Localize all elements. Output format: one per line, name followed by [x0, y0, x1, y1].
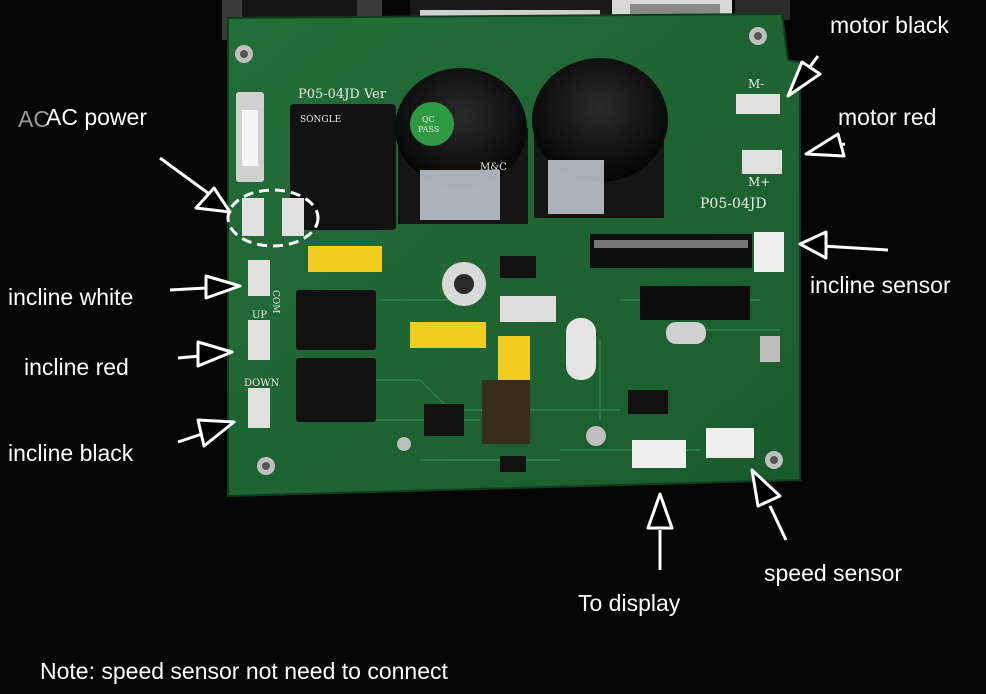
connectors: [242, 94, 784, 468]
small-relays: [296, 290, 376, 422]
power-relay: SONGLE: [290, 104, 396, 230]
label-incline-white: incline white: [8, 284, 134, 310]
svg-text:QC: QC: [422, 115, 435, 124]
arrow-incline-red: [177, 354, 201, 360]
note-text: Note: speed sensor not need to connect: [40, 658, 448, 684]
svg-text:M+: M+: [748, 175, 770, 189]
arrow-incline-sensor: [821, 244, 889, 252]
label-speed-sensor: speed sensor: [764, 560, 903, 586]
svg-text:P05-04JD Ver: P05-04JD Ver: [298, 87, 387, 102]
label-ac-power: AC power: [46, 104, 147, 130]
arrowhead-speed-sensor: [750, 468, 782, 508]
svg-text:UP: UP: [252, 310, 267, 321]
fuse: [236, 92, 264, 182]
arrow-incline-black: [177, 432, 203, 444]
label-motor-red: motor red: [838, 104, 937, 130]
chips: [424, 234, 780, 472]
arrowhead-to-display: [646, 492, 674, 530]
svg-text:DOWN: DOWN: [244, 378, 279, 389]
arrowhead-incline-black: [196, 418, 236, 448]
label-to-display: To display: [578, 590, 681, 616]
arrowhead-motor-black: [786, 60, 822, 98]
mounting-holes: [235, 27, 783, 475]
arrow-speed-sensor: [768, 505, 788, 541]
svg-text:M-: M-: [748, 77, 764, 91]
svg-text:COM: COM: [270, 290, 280, 313]
silkscreen: P05-04JD Ver P05-04JD M- M+ COM UP DOWN: [244, 77, 770, 389]
capacitors: QC PASS M&C: [395, 58, 668, 224]
arrow-ac-power: [159, 156, 213, 198]
label-incline-sensor: incline sensor: [810, 272, 951, 298]
label-incline-black: incline black: [8, 440, 134, 466]
ac-terminals-highlight: [226, 188, 320, 248]
arrowhead-incline-white: [204, 274, 242, 300]
arrowhead-ac-power: [194, 186, 232, 214]
arrow-incline-white: [169, 286, 207, 292]
label-ac-fragment: AC: [18, 106, 50, 132]
arrowhead-incline-sensor: [798, 230, 828, 260]
arrowhead-motor-red: [804, 132, 846, 158]
svg-text:PASS: PASS: [418, 125, 439, 134]
arrowhead-incline-red: [196, 340, 234, 368]
label-incline-red: incline red: [24, 354, 129, 380]
svg-text:M&C: M&C: [480, 162, 507, 173]
callout-arrows: [159, 55, 889, 570]
label-motor-black: motor black: [830, 12, 949, 38]
svg-text:SONGLE: SONGLE: [300, 115, 341, 125]
svg-text:P05-04JD: P05-04JD: [700, 196, 767, 212]
